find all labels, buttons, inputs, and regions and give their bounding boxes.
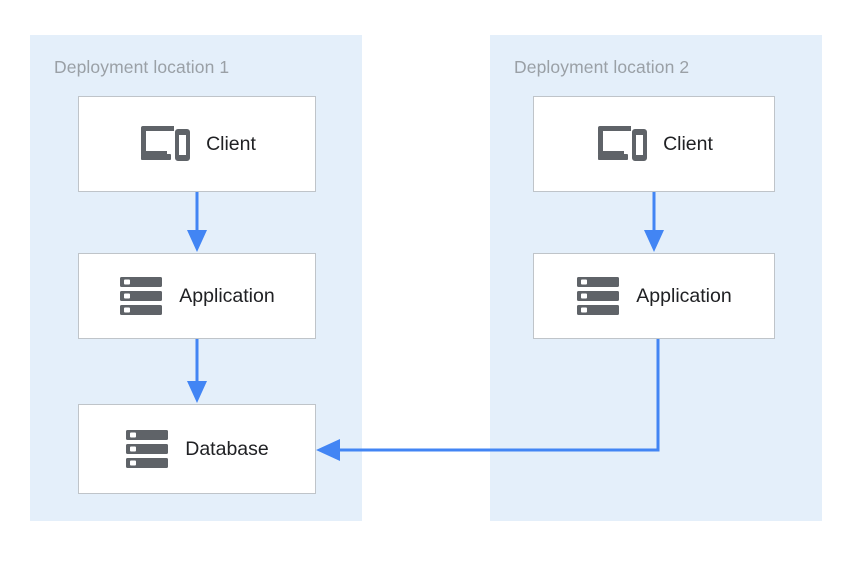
node-database-1-label: Database [185,438,269,460]
zone-2-title: Deployment location 2 [514,57,690,77]
zone-1-title: Deployment location 1 [54,57,230,77]
node-client-2-label: Client [663,133,713,155]
node-client-1-label: Client [206,133,256,155]
node-database-1[interactable]: Database [78,404,316,494]
node-application-1[interactable]: Application [78,253,316,339]
node-client-2-content: Client [595,123,713,165]
node-application-1-content: Application [119,275,275,317]
node-client-2[interactable]: Client [533,96,775,192]
server-stack-icon [120,277,163,315]
node-database-1-content: Database [125,428,269,470]
server-stack-icon [577,277,620,315]
node-application-1-label: Application [179,285,275,307]
node-application-2-content: Application [576,275,732,317]
node-application-2-label: Application [636,285,732,307]
node-client-1[interactable]: Client [78,96,316,192]
server-stack-icon [126,430,169,468]
node-application-2[interactable]: Application [533,253,775,339]
client-devices-icon [598,126,648,161]
client-devices-icon [141,126,191,161]
node-client-1-content: Client [138,123,256,165]
